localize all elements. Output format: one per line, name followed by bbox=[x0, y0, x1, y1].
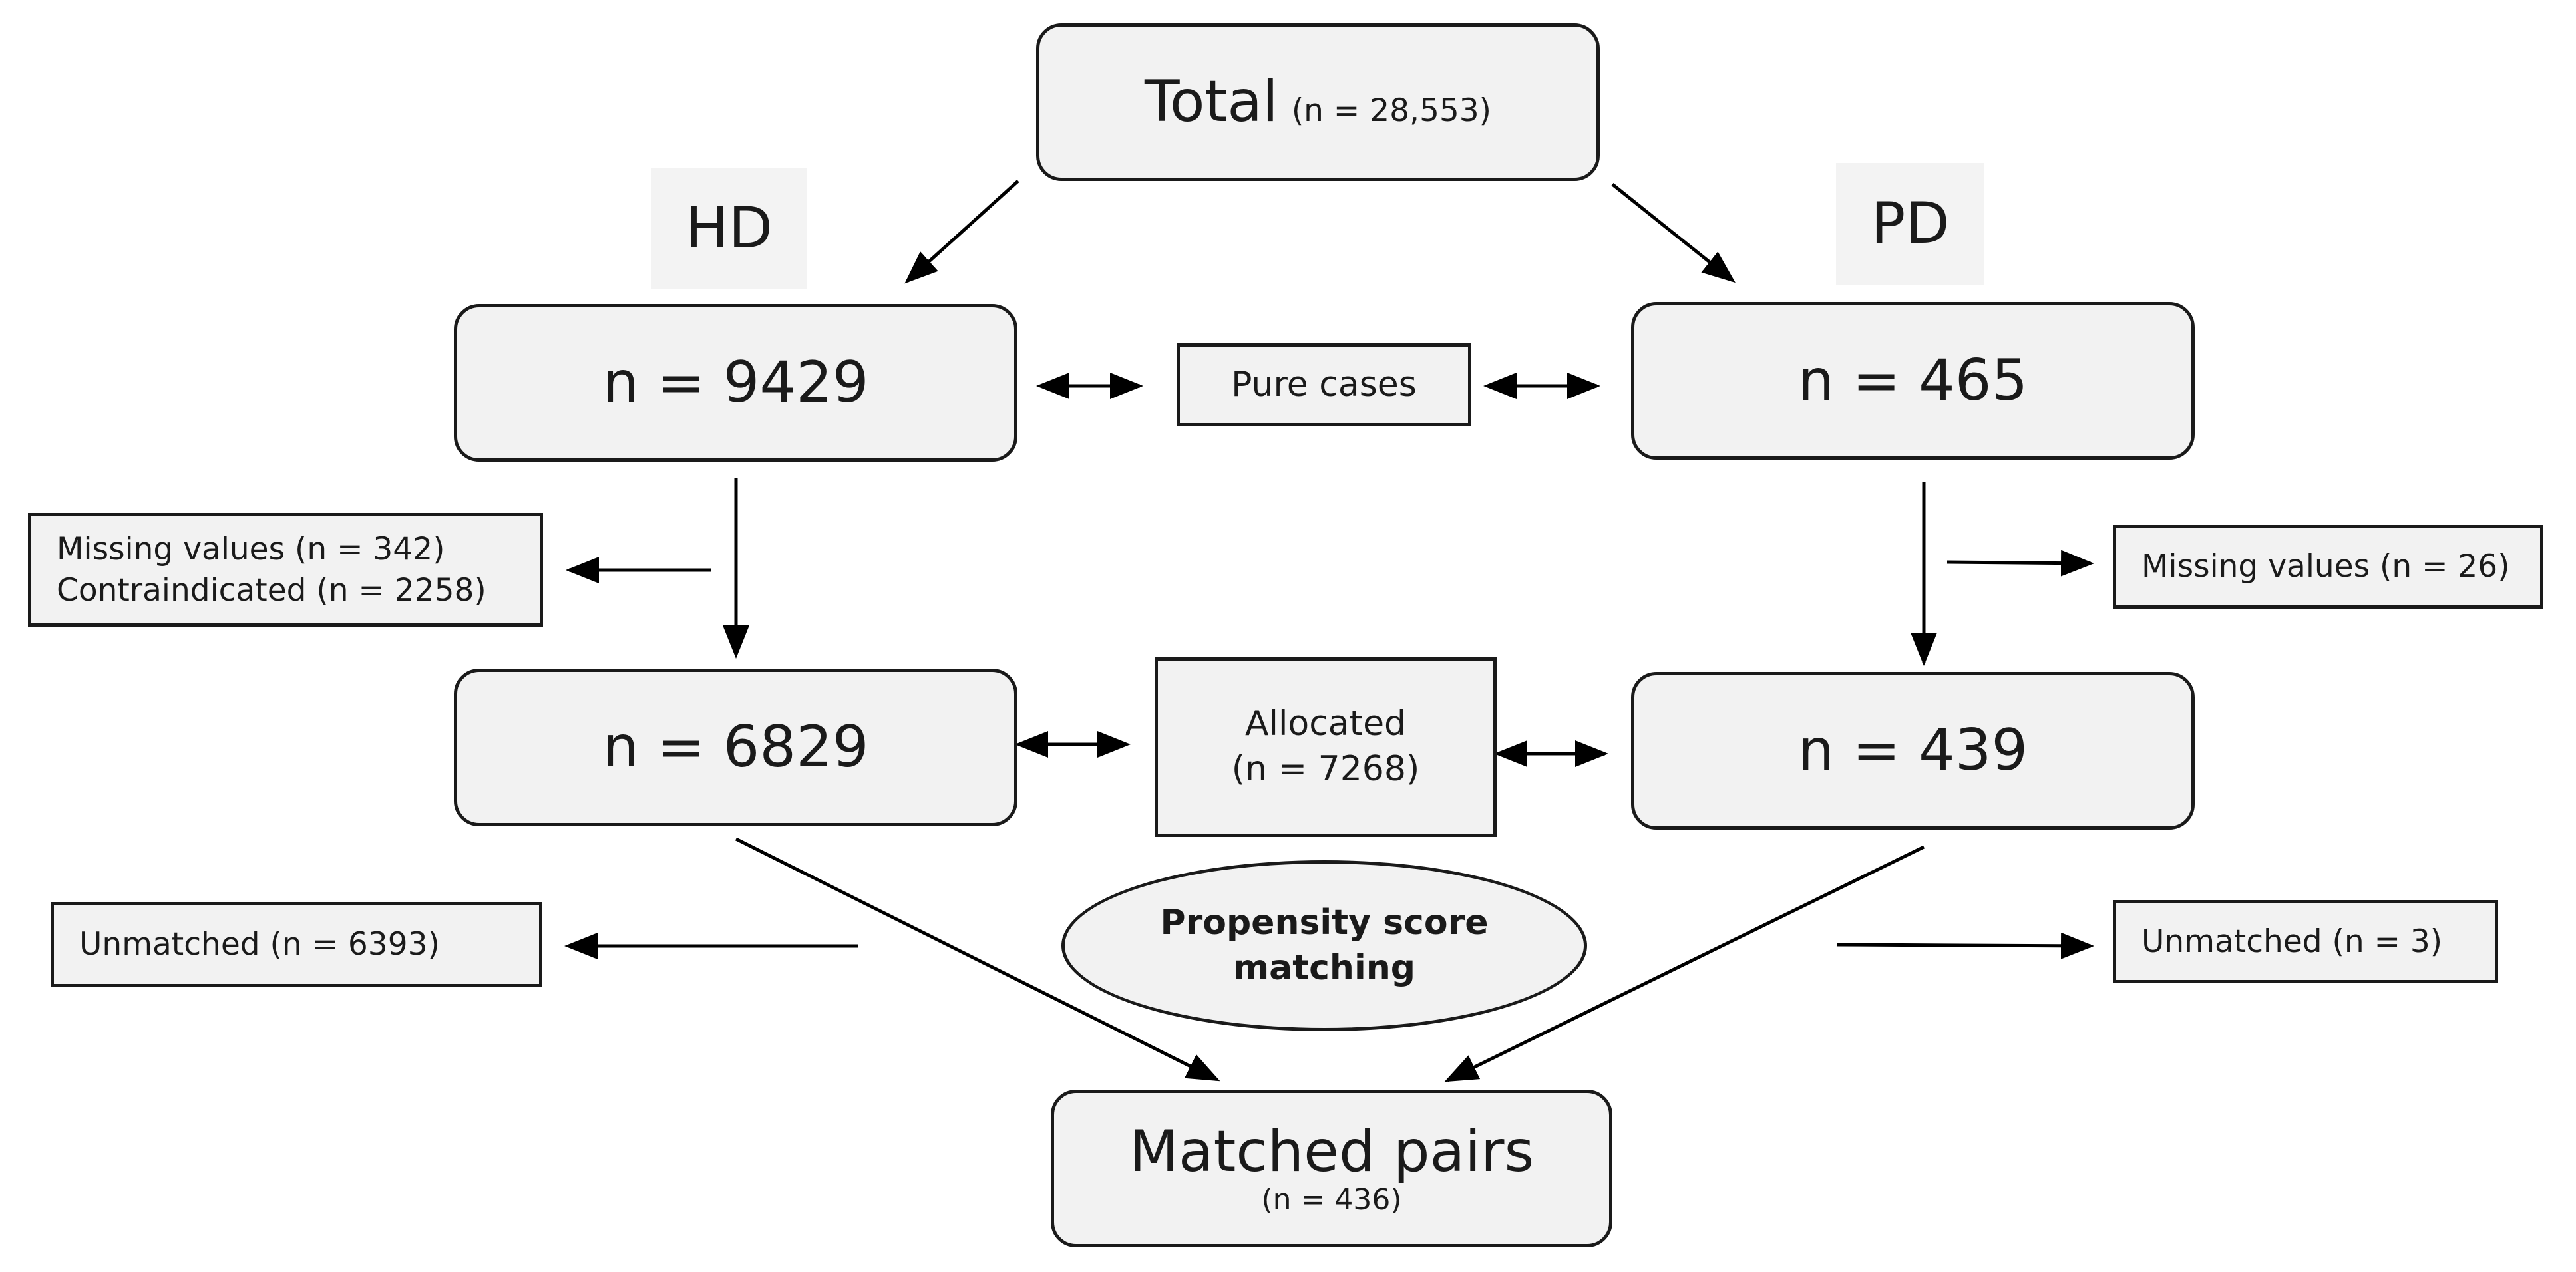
arrow-total-to-hd bbox=[904, 180, 1019, 284]
pd-label: PD bbox=[1836, 163, 1984, 285]
hd-excluded-box: Missing values (n = 342) Contraindicated… bbox=[28, 513, 543, 627]
pd-missing-values: Missing values (n = 26) bbox=[2141, 548, 2510, 585]
pure-cases-label: Pure cases bbox=[1231, 364, 1417, 404]
allocated-count: (n = 7268) bbox=[1231, 749, 1420, 789]
hd-initial-count: n = 9429 bbox=[602, 349, 869, 416]
allocated-box: Allocated (n = 7268) bbox=[1155, 657, 1497, 837]
hd-unmatched-label: Unmatched (n = 6393) bbox=[79, 926, 440, 963]
hd-initial-box: n = 9429 bbox=[454, 304, 1017, 462]
arrow-total-to-pd bbox=[1611, 183, 1736, 283]
hd-contraindicated: Contraindicated (n = 2258) bbox=[57, 571, 486, 609]
pd-after-exclusion-count: n = 439 bbox=[1797, 717, 2028, 784]
pure-cases-box: Pure cases bbox=[1177, 343, 1471, 426]
arrow-pd-to-matched bbox=[1444, 845, 1925, 1082]
matched-pairs-box: Matched pairs (n = 436) bbox=[1051, 1090, 1612, 1247]
arrow-hd-to-matched bbox=[735, 837, 1220, 1082]
hd-after-exclusion-box: n = 6829 bbox=[454, 669, 1017, 826]
hd-label: HD bbox=[651, 168, 807, 289]
propensity-score-matching: Propensity score matching bbox=[1061, 860, 1587, 1031]
hd-label-text: HD bbox=[685, 195, 773, 262]
total-title: Total bbox=[1144, 69, 1278, 136]
arrow-pd-unmatched bbox=[1836, 932, 2094, 959]
hd-unmatched-box: Unmatched (n = 6393) bbox=[51, 902, 542, 987]
pd-after-exclusion-box: n = 439 bbox=[1631, 672, 2195, 830]
pd-unmatched-box: Unmatched (n = 3) bbox=[2113, 900, 2498, 983]
total-count: (n = 28,553) bbox=[1291, 92, 1492, 130]
matching-label: Propensity score matching bbox=[1160, 902, 1489, 988]
pd-initial-box: n = 465 bbox=[1631, 302, 2195, 460]
total-box: Total (n = 28,553) bbox=[1036, 23, 1600, 181]
hd-after-exclusion-count: n = 6829 bbox=[602, 714, 869, 781]
hd-missing-values: Missing values (n = 342) bbox=[57, 531, 445, 568]
pd-initial-count: n = 465 bbox=[1797, 347, 2028, 414]
matched-count: (n = 436) bbox=[1261, 1183, 1402, 1217]
matched-title: Matched pairs bbox=[1129, 1118, 1535, 1185]
pd-label-text: PD bbox=[1871, 190, 1950, 257]
pd-excluded-box: Missing values (n = 26) bbox=[2113, 525, 2543, 609]
allocated-title: Allocated bbox=[1244, 704, 1407, 744]
arrow-pd-excluded bbox=[1946, 550, 2094, 577]
pd-unmatched-label: Unmatched (n = 3) bbox=[2141, 923, 2443, 960]
